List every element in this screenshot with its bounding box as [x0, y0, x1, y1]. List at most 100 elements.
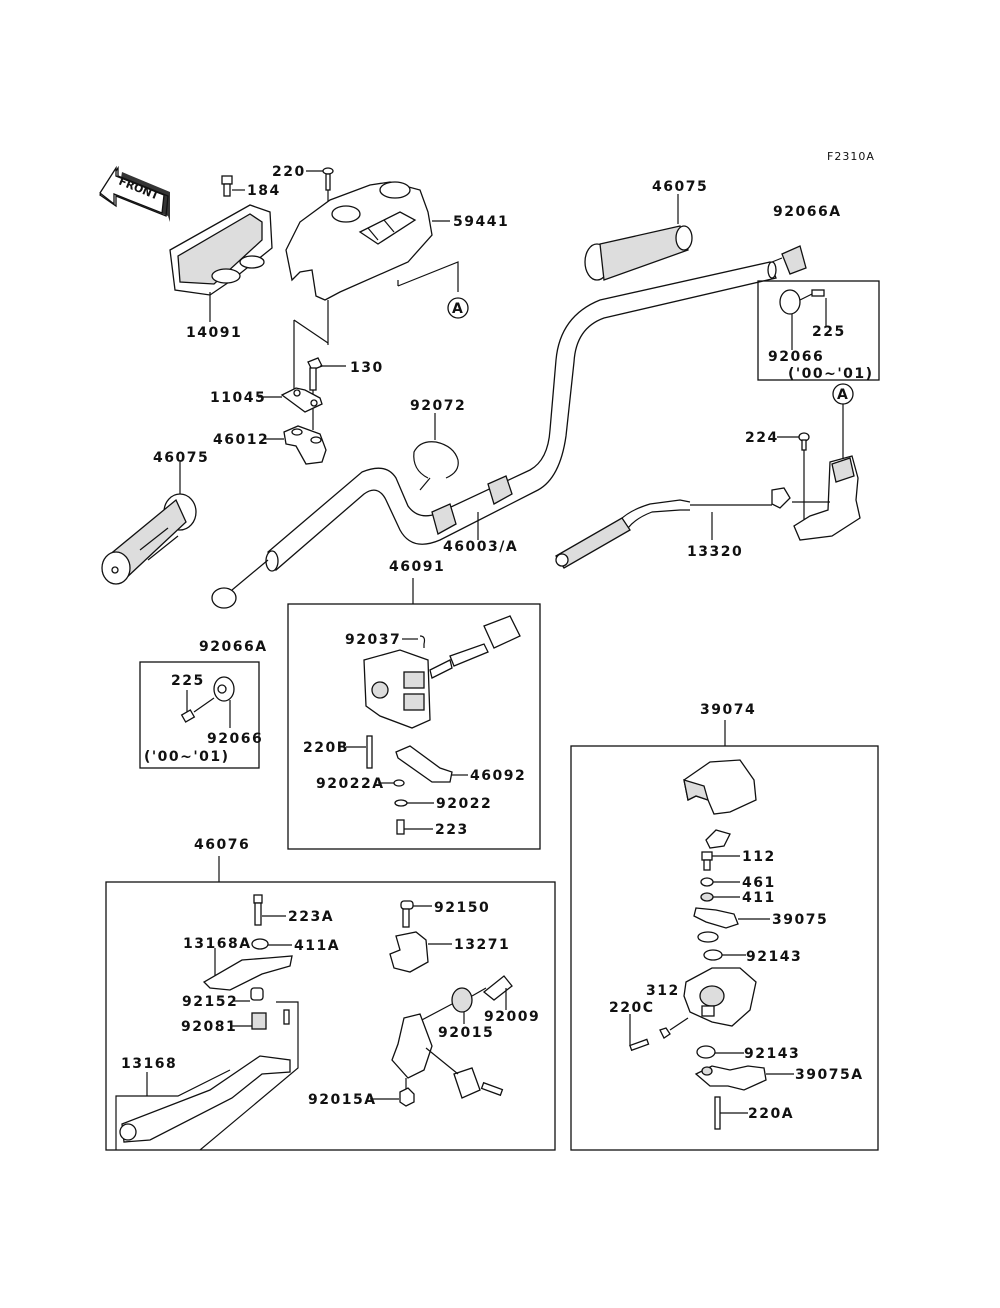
part-11045	[258, 387, 323, 413]
svg-text:A: A	[837, 387, 849, 403]
adjuster-92009	[482, 975, 513, 1010]
label-461: 461	[742, 875, 776, 891]
label-92081: 92081	[181, 1019, 237, 1035]
screw-220c	[629, 1014, 689, 1052]
washer-92022	[394, 799, 434, 807]
label-92015a: 92015A	[308, 1092, 377, 1108]
seal-92143-top	[703, 949, 746, 961]
label-225-left: 225	[171, 673, 205, 689]
label-92066-top: 92066	[768, 349, 824, 365]
label-220b: 220B	[303, 740, 349, 756]
nut-92015a	[370, 1087, 415, 1107]
year-note-right: ('00~'01)	[788, 366, 874, 382]
label-220: 220	[272, 164, 306, 180]
label-225-top: 225	[812, 324, 846, 340]
bolt-112	[701, 851, 740, 871]
label-59441: 59441	[453, 214, 509, 230]
part-59441	[285, 181, 459, 395]
label-92066-left: 92066	[207, 731, 263, 747]
washer-92022a	[378, 779, 405, 787]
label-46003a: 46003/A	[443, 539, 518, 555]
pin-92037	[402, 635, 426, 648]
bar-end-weight-right	[779, 289, 827, 350]
label-92015: 92015	[438, 1025, 494, 1041]
handlebar-46003a	[211, 261, 777, 609]
label-92022: 92022	[436, 796, 492, 812]
pin-92150	[400, 900, 432, 928]
part-46092-lever	[395, 745, 468, 783]
label-92143-top: 92143	[746, 949, 802, 965]
bushing-92152	[233, 987, 264, 1002]
lever-assembly-box	[105, 881, 556, 1151]
label-223a: 223A	[288, 909, 334, 925]
throttle-cover	[683, 759, 757, 815]
part-46012	[264, 425, 327, 465]
label-13168: 13168	[121, 1056, 177, 1072]
label-11045: 11045	[210, 390, 266, 406]
plate-39075	[693, 907, 770, 929]
label-46075-left: 46075	[153, 450, 209, 466]
year-box-left	[139, 661, 260, 769]
label-13320: 13320	[687, 544, 743, 560]
clip	[705, 829, 731, 849]
label-411: 411	[742, 890, 776, 906]
grip-right-46075	[584, 194, 693, 281]
label-92143-bottom: 92143	[744, 1046, 800, 1062]
part-switch-housing	[363, 615, 521, 729]
diagram-code: F2310A	[827, 150, 875, 163]
screw-224	[777, 432, 810, 530]
label-220a: 220A	[748, 1106, 794, 1122]
label-312: 312	[646, 983, 680, 999]
label-92072: 92072	[410, 398, 466, 414]
screw-223a	[253, 894, 286, 926]
label-92009: 92009	[484, 1009, 540, 1025]
washer-461	[700, 877, 740, 887]
label-46092: 46092	[470, 768, 526, 784]
label-92150: 92150	[434, 900, 490, 916]
washer-411a	[251, 938, 292, 950]
part-14091	[169, 204, 273, 322]
label-184: 184	[247, 183, 281, 199]
part-92072	[413, 413, 459, 491]
label-39075a: 39075A	[795, 1067, 864, 1083]
label-46075-right: 46075	[652, 179, 708, 195]
label-112: 112	[742, 849, 776, 865]
label-92066a-left: 92066A	[199, 639, 268, 655]
label-46012: 46012	[213, 432, 269, 448]
grip-left-46075	[101, 462, 197, 585]
label-92022a: 92022A	[316, 776, 385, 792]
lever-39075a	[694, 1065, 794, 1091]
label-46091: 46091	[389, 559, 445, 575]
throttle-assembly-box	[570, 745, 879, 1151]
label-220c: 220C	[609, 1000, 655, 1016]
lever-13168	[115, 1001, 299, 1151]
screw-220b	[346, 735, 373, 769]
label-411a: 411A	[294, 938, 340, 954]
bar-end-weight-left	[180, 676, 235, 728]
svg-text:A: A	[452, 301, 464, 317]
bracket-13271	[389, 931, 452, 973]
part-13168a	[202, 948, 293, 991]
reference-marker-a-right: A	[832, 383, 854, 462]
lever-bracket-assembly	[391, 1013, 504, 1099]
spring-92081	[230, 1009, 290, 1030]
year-box-right	[757, 280, 880, 381]
front-arrow-icon: FRONT	[99, 165, 170, 222]
seal-92143-bottom	[696, 1045, 744, 1059]
screw-223	[396, 819, 433, 835]
label-130: 130	[350, 360, 384, 376]
washer-411	[700, 892, 740, 902]
switch-assembly-box	[287, 603, 541, 850]
label-223: 223	[435, 822, 469, 838]
reference-marker-a-top: A	[447, 297, 469, 319]
label-92152: 92152	[182, 994, 238, 1010]
label-39075: 39075	[772, 912, 828, 928]
label-92037: 92037	[345, 632, 401, 648]
year-note-left: ('00~'01)	[144, 749, 230, 765]
screw-220a	[714, 1096, 748, 1130]
label-92066a-top: 92066A	[773, 204, 842, 220]
label-13168a: 13168A	[183, 936, 252, 952]
label-13271: 13271	[454, 937, 510, 953]
nut-92015	[417, 987, 487, 1024]
